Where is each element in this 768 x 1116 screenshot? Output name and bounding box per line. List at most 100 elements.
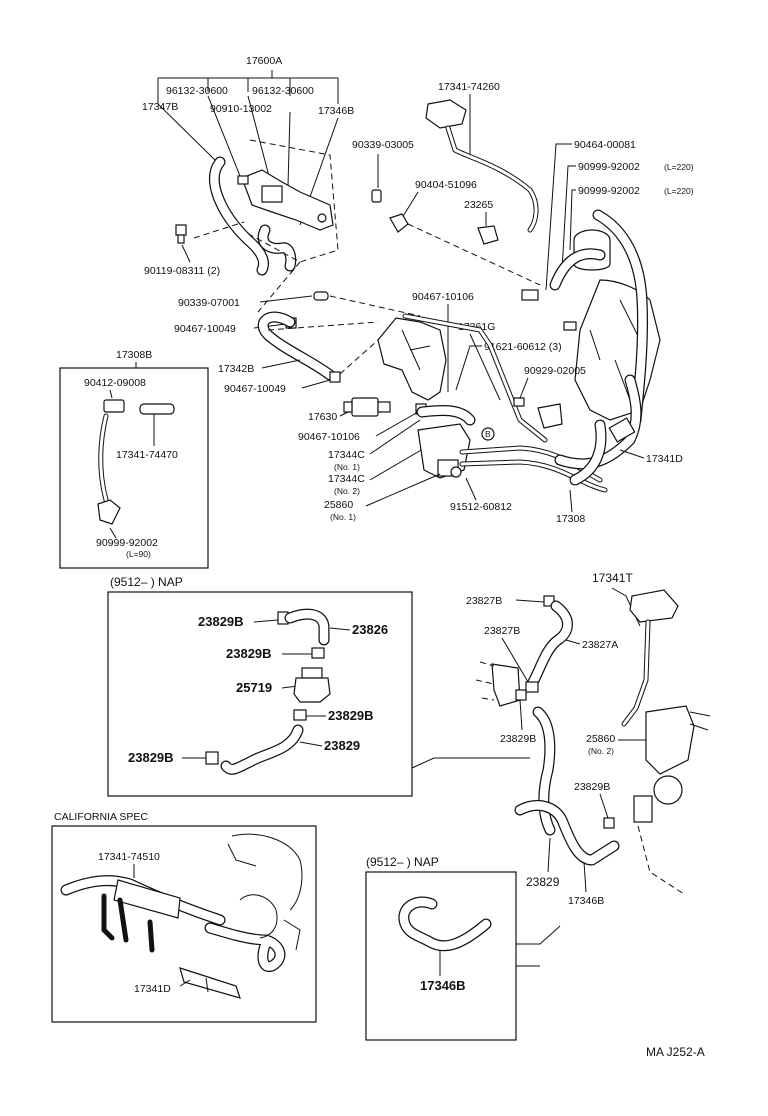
label-17347b: 17347B [142, 101, 178, 113]
plug-90339-03005 [371, 189, 382, 203]
fitting-90404 [389, 213, 409, 233]
label-no1-a: (No. 1) [334, 462, 360, 472]
label-96132-30600-b: 96132-30600 [252, 85, 314, 97]
hose-17341-74470 [139, 403, 175, 415]
engine-outline-california [227, 833, 303, 951]
label-23829b-3: 23829B [328, 708, 374, 723]
marker-b-text: B [485, 429, 491, 439]
nap-box-1-frame [107, 591, 413, 797]
inset-box [59, 367, 209, 569]
marker-b [481, 427, 495, 441]
label-25860-no2: 25860 [586, 733, 615, 745]
label-17341-74470: 17341-74470 [116, 449, 178, 461]
inset-17308b: 17308B 90412-09008 17341-74470 90999-920… [59, 349, 209, 569]
label-90412-09008: 90412-09008 [84, 377, 146, 389]
nap-box-1: (9512– ) NAP 23829B 23826 23829B 25719 2… [107, 575, 530, 797]
nap-box-2-frame [365, 871, 517, 1041]
label-23829b-5: 23829B [500, 733, 536, 745]
label-23827b-2: 23827B [484, 625, 520, 637]
label-90910-13002: 90910-13002 [210, 103, 272, 115]
clip-23829b-5 [515, 689, 527, 701]
plug-90339-07001 [313, 291, 329, 301]
clamp-17341d [608, 417, 636, 443]
label-25860-no1: 25860 [324, 499, 353, 511]
clamp-90464 [521, 289, 539, 301]
label-90467-10106-b: 90467-10106 [298, 431, 360, 443]
label-17341d-california: 17341D [134, 983, 171, 995]
label-90464-00081: 90464-00081 [574, 139, 636, 151]
label-90119-08311: 90119-08311 (2) [144, 265, 220, 277]
label-90467-10049-b: 90467-10049 [224, 383, 286, 395]
california-title: CALIFORNIA SPEC [54, 811, 148, 823]
vsv-25860-no2 [633, 705, 711, 823]
label-90467-10106-a: 90467-10106 [412, 291, 474, 303]
label-90929-02005: 90929-02005 [524, 365, 586, 377]
label-23829b-1: 23829B [198, 614, 244, 629]
nap-box-1-title: (9512– ) NAP [110, 575, 183, 589]
clip-23829b-2 [311, 647, 325, 659]
california-spec: CALIFORNIA SPEC 17341-74510 17341D [51, 811, 317, 1023]
label-17346b-right: 17346B [568, 895, 604, 907]
nap-box-2-title: (9512– ) NAP [366, 855, 439, 869]
clip-23829b-4 [205, 751, 219, 765]
leader-lines-top [157, 95, 339, 226]
label-90339-03005: 90339-03005 [352, 139, 414, 151]
label-23265: 23265 [464, 199, 493, 211]
filter-17341-74260 [425, 99, 467, 129]
label-90999-92002-b: 90999-92002 [578, 185, 640, 197]
label-90999-92002-a: 90999-92002 [578, 161, 640, 173]
label-23829b-6: 23829B [574, 781, 610, 793]
clip-23829b-6 [603, 817, 615, 829]
bracket-right [475, 661, 521, 707]
label-90467-10049-a: 90467-10049 [174, 323, 236, 335]
label-no2-b: (No. 2) [588, 746, 614, 756]
right-section: 17341T 23827B 23827A 23827B 23829B [466, 571, 711, 907]
clamp-90999 [563, 321, 577, 331]
label-l90: (L=90) [126, 549, 151, 559]
label-23829b-2: 23829B [226, 646, 272, 661]
label-17600a: 17600A [246, 55, 282, 67]
label-17342b: 17342B [218, 363, 254, 375]
solenoid-17630 [343, 397, 391, 417]
label-90999-92002-inset: 90999-92002 [96, 537, 158, 549]
california-frame [51, 825, 317, 1023]
label-17344c-1: 17344C [328, 449, 365, 461]
fitting-90412 [103, 399, 125, 413]
label-17308: 17308 [556, 513, 585, 525]
hose-17341d-california [179, 967, 241, 999]
label-90339-07001: 90339-07001 [178, 297, 240, 309]
label-91512-60812: 91512-60812 [450, 501, 512, 513]
clip-90999-inset [97, 499, 121, 525]
inset-title: 17308B [116, 349, 152, 361]
label-25719: 25719 [236, 680, 272, 695]
label-23826: 23826 [352, 622, 388, 637]
label-17341t: 17341T [592, 571, 633, 585]
clip-90467-10049-b [329, 371, 341, 383]
label-96132-30600-a: 96132-30600 [166, 85, 228, 97]
label-no1-b: (No. 1) [330, 512, 356, 522]
clip-23827b-2 [525, 681, 539, 693]
dashed-outline-1 [244, 139, 339, 263]
label-17346b-top: 17346B [318, 105, 354, 117]
sleeve-17341-74510 [113, 879, 181, 919]
vsv-assembly [241, 169, 334, 231]
label-23829: 23829 [324, 738, 360, 753]
filter-17341t [629, 589, 679, 623]
label-17341d-main: 17341D [646, 453, 683, 465]
label-17344c-2: 17344C [328, 473, 365, 485]
label-l220-a: (L=220) [664, 162, 694, 172]
label-23827b-1: 23827B [466, 595, 502, 607]
label-17341-74510: 17341-74510 [98, 851, 160, 863]
label-l220-b: (L=220) [664, 186, 694, 196]
label-91621-60612: 91621-60612 (3) [484, 341, 562, 353]
assembly-bracket [157, 70, 339, 104]
label-17341-74260: 17341-74260 [438, 81, 500, 93]
label-17346b-nap: 17346B [420, 978, 466, 993]
label-23829b-4: 23829B [128, 750, 174, 765]
label-90404-51096: 90404-51096 [415, 179, 477, 191]
bolt-90119 [175, 224, 187, 244]
clip-small [237, 175, 249, 185]
nap-box-2: (9512– ) NAP 17346B [365, 855, 561, 1041]
main-section: 17600A 96132-30600 96132-30600 17347B 90… [142, 55, 694, 525]
